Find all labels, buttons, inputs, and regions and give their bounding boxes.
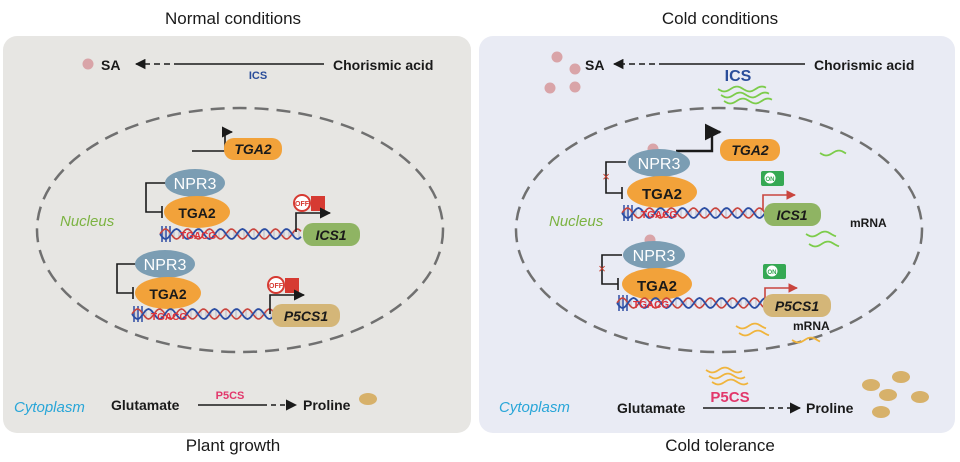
right-dna-b bbox=[616, 295, 771, 311]
right-npr3-a-label: NPR3 bbox=[638, 156, 681, 173]
right-chorismic-label: Chorismic acid bbox=[814, 57, 914, 73]
left-ics-enzyme: ICS bbox=[249, 70, 267, 82]
left-npr3-b-label: NPR3 bbox=[144, 257, 187, 274]
left-tga2-gene-label: TGA2 bbox=[234, 141, 272, 157]
right-panel bbox=[479, 36, 955, 433]
left-tga2-gene-box bbox=[224, 138, 282, 160]
left-ics1-gene-box bbox=[303, 223, 360, 246]
left-chorismic-label: Chorismic acid bbox=[333, 57, 433, 73]
left-tga2-b-label: TGA2 bbox=[149, 286, 187, 302]
right-motif-b: TGACG bbox=[633, 300, 669, 311]
left-dna-a bbox=[159, 226, 302, 242]
left-tga2-a-label: TGA2 bbox=[178, 205, 216, 221]
proline-dot bbox=[911, 391, 929, 403]
right-ics1-gene-label: ICS1 bbox=[776, 207, 807, 223]
left-p5cs-enzyme: P5CS bbox=[216, 390, 245, 402]
right-tga2-promoter-arrow bbox=[676, 123, 722, 153]
left-p5cs1-tss-arrow bbox=[269, 289, 306, 314]
right-glutamate-label: Glutamate bbox=[617, 400, 686, 416]
ics-mrna-squiggles bbox=[717, 85, 773, 105]
right-motif-a: TGACG bbox=[641, 210, 677, 221]
left-dna-b bbox=[131, 306, 277, 322]
right-npr3-b-label: NPR3 bbox=[633, 248, 676, 265]
right-footer: Cold tolerance bbox=[665, 436, 775, 455]
svg-text:OFF: OFF bbox=[295, 201, 310, 208]
sa-dot bbox=[544, 82, 556, 94]
nucleus-mrna-squiggle bbox=[819, 149, 847, 157]
right-npr3-b bbox=[623, 241, 685, 269]
proline-dot bbox=[892, 371, 910, 383]
left-sa-label: SA bbox=[101, 57, 120, 73]
svg-text:OFF: OFF bbox=[269, 283, 284, 290]
sa-dot bbox=[551, 51, 563, 63]
proline-dot bbox=[359, 393, 377, 405]
right-tga2-a bbox=[627, 176, 697, 208]
left-inhibit-a bbox=[145, 182, 166, 213]
left-footer: Plant growth bbox=[186, 436, 281, 455]
right-npr3-a bbox=[628, 149, 690, 177]
right-tga2-b-label: TGA2 bbox=[637, 278, 677, 295]
right-ics1-gene-box bbox=[764, 203, 821, 226]
right-p5cs1-gene-label: P5CS1 bbox=[775, 298, 820, 314]
left-motif-a: TGACG bbox=[180, 231, 216, 242]
ics1-mrna-squiggles bbox=[805, 230, 840, 248]
right-p5cs1-gene-box bbox=[763, 294, 831, 317]
proline-dot bbox=[879, 389, 897, 401]
left-title: Normal conditions bbox=[165, 9, 301, 28]
svg-text:ON: ON bbox=[768, 270, 777, 276]
right-mrna-a-label: mRNA bbox=[850, 216, 887, 230]
right-tga2-b bbox=[622, 268, 692, 300]
left-npr3-a-label: NPR3 bbox=[174, 176, 217, 193]
right-ics-enzyme: ICS bbox=[725, 68, 752, 85]
left-ics1-gene-label: ICS1 bbox=[315, 227, 346, 243]
left-off-switch-a bbox=[293, 194, 311, 212]
left-motif-b: TGACG bbox=[151, 312, 187, 323]
svg-text:ON: ON bbox=[766, 177, 775, 183]
right-inhibit-a bbox=[605, 161, 626, 194]
right-inhibit-b bbox=[601, 254, 622, 285]
right-block-x-b: × bbox=[598, 261, 606, 276]
right-tga2-gene-label: TGA2 bbox=[731, 142, 769, 158]
left-ics1-tss-arrow bbox=[295, 207, 332, 232]
right-tga2-gene-box bbox=[720, 139, 780, 161]
left-p5cs1-gene-box bbox=[272, 304, 340, 327]
left-nucleus-membrane bbox=[35, 106, 445, 354]
right-mrna-b-label: mRNA bbox=[793, 319, 830, 333]
right-sa-label: SA bbox=[585, 57, 604, 73]
left-tga2-a bbox=[164, 196, 230, 228]
right-nucleus-membrane bbox=[514, 106, 924, 354]
right-nucleus-label: Nucleus bbox=[549, 213, 604, 230]
right-block-x-a: × bbox=[602, 169, 610, 184]
proline-dot bbox=[872, 406, 890, 418]
cytoplasm-mrna-squiggles bbox=[705, 366, 749, 386]
left-tga2-b bbox=[135, 277, 201, 309]
right-ics1-tss-arrow bbox=[762, 190, 796, 210]
p5cs1-mrna-squiggles bbox=[735, 322, 821, 344]
left-npr3-a bbox=[165, 169, 225, 197]
left-inhibit-b bbox=[116, 263, 136, 294]
proline-dot bbox=[862, 379, 880, 391]
left-tga2-promoter-arrow bbox=[192, 126, 234, 152]
right-proline-label: Proline bbox=[806, 400, 854, 416]
sa-dot bbox=[569, 81, 581, 93]
sa-dot bbox=[82, 58, 94, 70]
left-cytoplasm-label: Cytoplasm bbox=[14, 399, 85, 416]
left-off-switch-b bbox=[267, 276, 285, 294]
left-p5cs1-gene-label: P5CS1 bbox=[284, 308, 329, 324]
left-nucleus-label: Nucleus bbox=[60, 213, 115, 230]
left-npr3-b bbox=[135, 250, 195, 278]
right-p5cs-enzyme: P5CS bbox=[710, 389, 749, 406]
right-tga2-a-label: TGA2 bbox=[642, 186, 682, 203]
left-proline-label: Proline bbox=[303, 397, 351, 413]
right-title: Cold conditions bbox=[662, 9, 778, 28]
left-glutamate-label: Glutamate bbox=[111, 397, 180, 413]
right-cytoplasm-label: Cytoplasm bbox=[499, 399, 570, 416]
sa-dot bbox=[569, 63, 581, 75]
